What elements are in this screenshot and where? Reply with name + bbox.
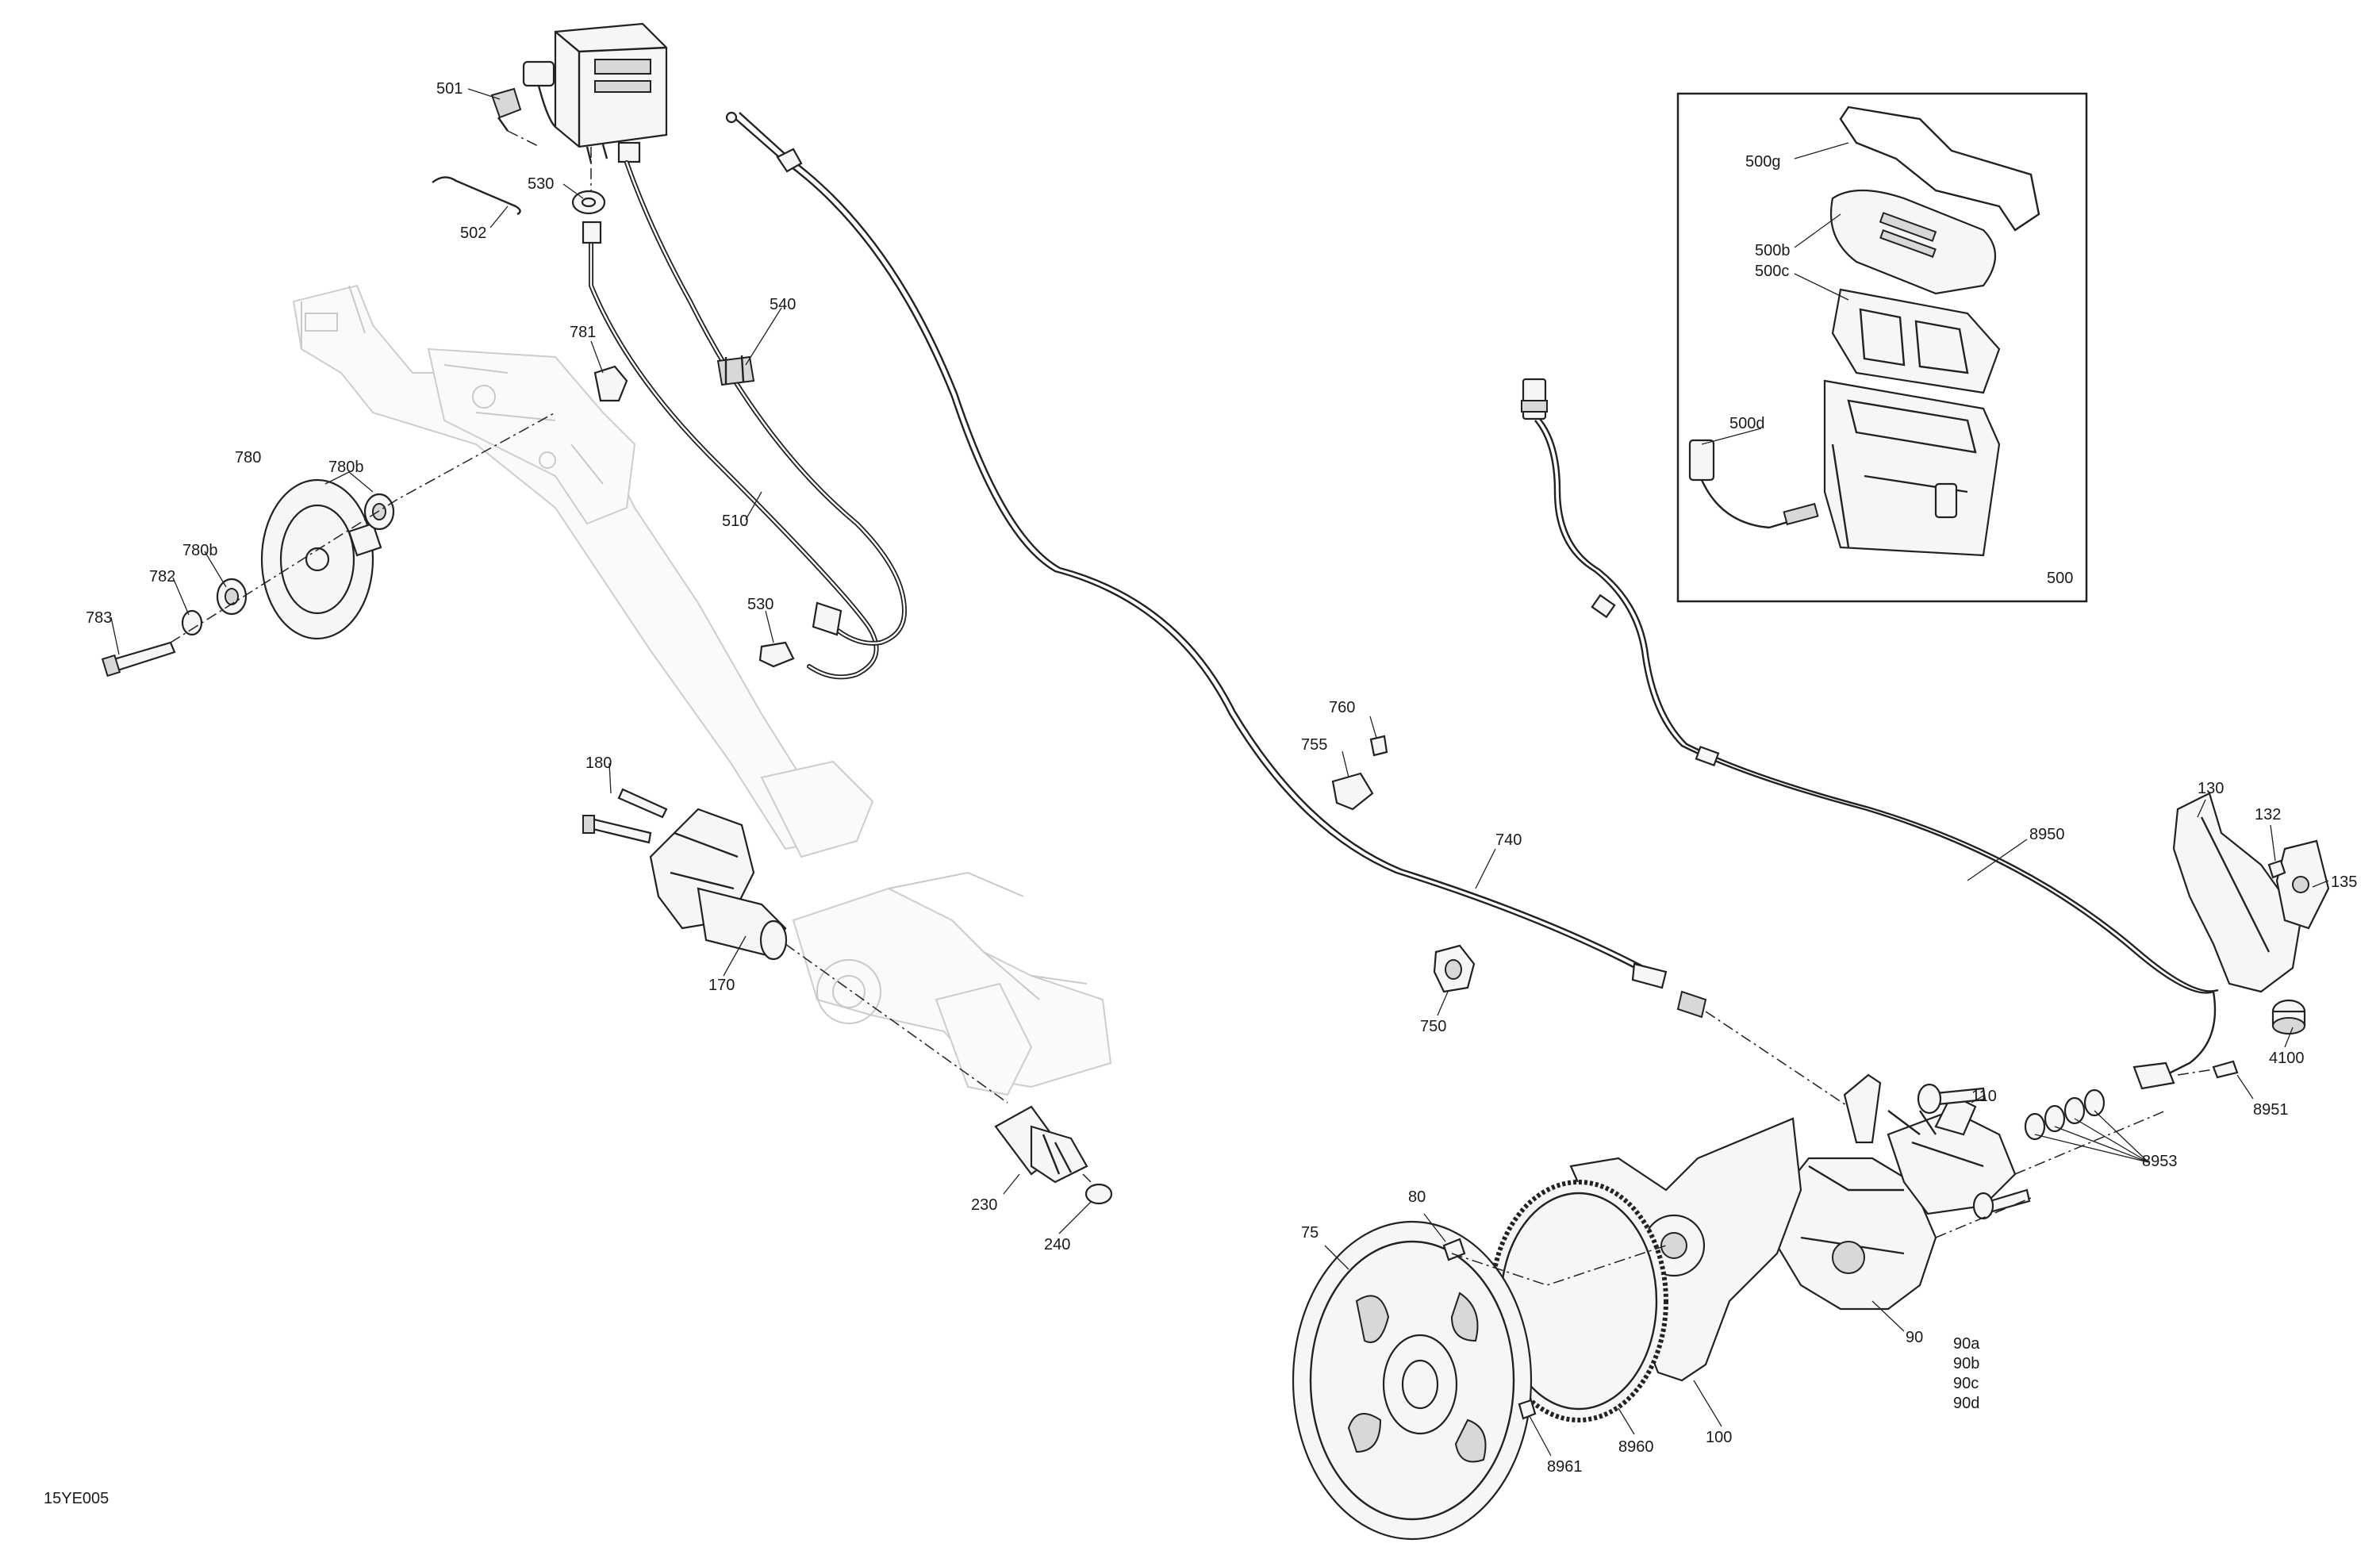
screw-80 xyxy=(1442,1238,1466,1261)
seal-500c xyxy=(1831,288,2001,394)
callout-540: 540 xyxy=(770,296,796,313)
callout-500g: 500g xyxy=(1745,153,1781,171)
callout-90: 90 xyxy=(1906,1329,1923,1346)
callout-100: 100 xyxy=(1706,1429,1732,1446)
caliper-guard-130 xyxy=(2172,792,2302,993)
brake-caliper-icon xyxy=(1775,1093,2017,1311)
callout-4100: 4100 xyxy=(2269,1050,2305,1067)
callout-783: 783 xyxy=(86,609,112,627)
callout-132: 132 xyxy=(2255,806,2281,823)
callout-510: 510 xyxy=(722,512,748,530)
dust-boot-230 xyxy=(994,1105,1088,1184)
park-brake-lever xyxy=(1843,1073,1937,1144)
brake-line-510 xyxy=(582,160,908,680)
callout-135: 135 xyxy=(2331,873,2357,891)
grommet-750 xyxy=(1433,944,1476,993)
callout-530-bottom: 530 xyxy=(747,596,774,613)
callouts: 501 502 530 540 510 530 781 780 780b 780… xyxy=(44,80,2357,1507)
callout-170: 170 xyxy=(708,977,735,994)
washers-8953 xyxy=(2024,1088,2106,1141)
leader-lines xyxy=(110,88,2329,1457)
washer-782 xyxy=(181,609,203,636)
callout-8961: 8961 xyxy=(1547,1458,1583,1476)
bushing-781 xyxy=(593,365,628,402)
brake-disc-icon xyxy=(1292,1220,1533,1541)
screw-132 xyxy=(2267,859,2286,879)
callout-500b: 500b xyxy=(1755,242,1791,259)
callout-180: 180 xyxy=(585,754,612,772)
callout-755: 755 xyxy=(1301,736,1327,754)
callout-110: 110 xyxy=(1971,1088,1997,1105)
pedal-pivot-780 xyxy=(260,478,382,640)
clip-540 xyxy=(716,355,755,386)
housing-500 xyxy=(1823,379,2001,557)
callout-75: 75 xyxy=(1301,1224,1319,1242)
bracket-135 xyxy=(2275,839,2330,930)
callout-502: 502 xyxy=(460,225,486,242)
callout-530-top: 530 xyxy=(528,175,554,193)
bolt-180-b xyxy=(617,788,668,819)
screw-8961 xyxy=(1518,1399,1537,1420)
master-cylinder-170 xyxy=(649,808,788,961)
callout-750: 750 xyxy=(1420,1018,1446,1035)
callout-8951: 8951 xyxy=(2253,1101,2289,1119)
cover-500b xyxy=(1829,189,1997,295)
callout-760: 760 xyxy=(1329,699,1355,716)
callout-90c: 90c xyxy=(1953,1375,1979,1392)
connector-500d xyxy=(1688,439,1958,529)
callout-90a: 90a xyxy=(1953,1335,1980,1353)
spring-clip-502 xyxy=(432,176,521,216)
screw-8951 xyxy=(2212,1060,2239,1079)
callout-8960: 8960 xyxy=(1618,1438,1654,1456)
callout-500c: 500c xyxy=(1755,263,1789,280)
bolt-783 xyxy=(101,641,176,678)
cap-4100 xyxy=(2271,999,2306,1035)
callout-240: 240 xyxy=(1044,1236,1070,1253)
clip-755 xyxy=(1331,772,1374,811)
callout-90d: 90d xyxy=(1953,1395,1979,1412)
callout-130: 130 xyxy=(2198,780,2224,797)
bolt-180-a xyxy=(588,817,652,844)
park-brake-cable-740 xyxy=(725,111,1707,1019)
callout-230: 230 xyxy=(971,1196,997,1214)
callout-80: 80 xyxy=(1408,1188,1426,1206)
wheel-speed-sensor-8950 xyxy=(1521,378,2219,1090)
callout-780b-right: 780b xyxy=(328,459,364,476)
clamp-240 xyxy=(1084,1183,1113,1205)
gasket-500g xyxy=(1839,106,2040,232)
callout-501: 501 xyxy=(436,80,463,98)
figure-code: 15YE005 xyxy=(44,1490,109,1507)
screw-760 xyxy=(1369,735,1388,757)
callout-8950: 8950 xyxy=(2029,826,2065,843)
callout-781: 781 xyxy=(570,324,596,341)
callout-780: 780 xyxy=(235,449,261,466)
callout-782: 782 xyxy=(149,568,175,585)
callout-90b: 90b xyxy=(1953,1355,1979,1372)
callout-500d: 500d xyxy=(1729,415,1765,432)
hydraulic-module-icon xyxy=(522,22,668,163)
inset-500 xyxy=(1676,92,2088,603)
inset-label: 500 xyxy=(2047,570,2073,587)
callout-780b-left: 780b xyxy=(182,542,218,559)
callout-740: 740 xyxy=(1495,831,1522,849)
nut-530 xyxy=(758,641,795,668)
swingarm-ghost xyxy=(292,284,1112,1096)
callout-8953: 8953 xyxy=(2142,1153,2178,1170)
fitting-501 xyxy=(490,87,522,132)
